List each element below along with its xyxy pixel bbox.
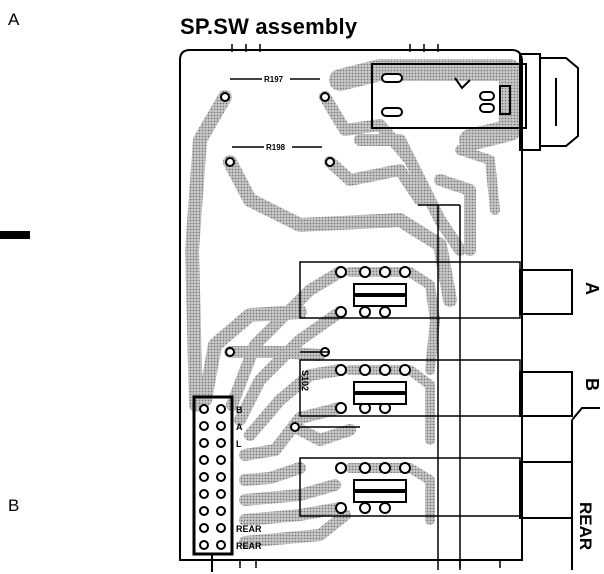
margin-letter-b: B xyxy=(8,496,20,515)
terminal-pad xyxy=(199,404,209,414)
switch-actuators xyxy=(519,269,600,570)
terminal-pad xyxy=(216,438,226,448)
pad xyxy=(225,157,235,167)
terminal-pad xyxy=(199,455,209,465)
copper-traces xyxy=(185,59,521,548)
pad xyxy=(359,306,371,318)
pad xyxy=(399,364,411,376)
pad xyxy=(220,92,230,102)
margin-letter-a: A xyxy=(8,10,20,29)
pad xyxy=(399,462,411,474)
terminal-pad xyxy=(199,489,209,499)
pad xyxy=(335,402,347,414)
label-r197: R197 xyxy=(264,75,284,84)
pad xyxy=(335,266,347,278)
pad xyxy=(379,306,391,318)
pad xyxy=(335,306,347,318)
terminal-pad xyxy=(216,421,226,431)
terminal-pad xyxy=(216,472,226,482)
label-r198: R198 xyxy=(266,143,286,152)
pad xyxy=(325,157,335,167)
jack-component xyxy=(371,53,579,151)
solder-pads xyxy=(220,92,411,514)
pad xyxy=(379,502,391,514)
pad xyxy=(335,462,347,474)
pad xyxy=(290,422,300,432)
terminal-pad xyxy=(199,438,209,448)
terminal-label: REAR xyxy=(236,524,262,534)
switch-s102 xyxy=(299,204,521,570)
pad xyxy=(359,462,371,474)
pad xyxy=(359,266,371,278)
bottom-edge-marks xyxy=(239,560,501,568)
terminal-pad xyxy=(199,506,209,516)
pad xyxy=(225,347,235,357)
terminal-label: L xyxy=(236,439,242,449)
pad xyxy=(379,266,391,278)
pad xyxy=(399,266,411,278)
terminal-pad xyxy=(216,455,226,465)
pad xyxy=(335,364,347,376)
terminal-label: REAR xyxy=(236,541,262,551)
pad xyxy=(359,502,371,514)
label-side-b: B xyxy=(582,378,602,391)
terminal-pad xyxy=(216,540,226,550)
pad xyxy=(320,92,330,102)
terminal-pad xyxy=(216,404,226,414)
diagram-title: SP.SW assembly xyxy=(180,14,358,39)
pad xyxy=(359,364,371,376)
top-pins xyxy=(231,44,439,52)
terminal-labels: BAL REAR REAR xyxy=(236,405,262,551)
terminal-pads xyxy=(199,404,226,550)
terminal-label: A xyxy=(236,422,243,432)
margin-registration-mark xyxy=(0,231,30,239)
terminal-pad xyxy=(199,540,209,550)
pad xyxy=(335,502,347,514)
pad xyxy=(379,364,391,376)
label-rear: REAR xyxy=(576,502,595,550)
terminal-pad xyxy=(199,523,209,533)
terminal-label: B xyxy=(236,405,243,415)
terminal-pad xyxy=(199,472,209,482)
terminal-pad xyxy=(216,523,226,533)
terminal-pad xyxy=(199,421,209,431)
label-side-a: A xyxy=(582,282,602,295)
pad xyxy=(379,462,391,474)
label-s102: S102 xyxy=(300,370,310,391)
terminal-pad xyxy=(216,506,226,516)
terminal-pad xyxy=(216,489,226,499)
